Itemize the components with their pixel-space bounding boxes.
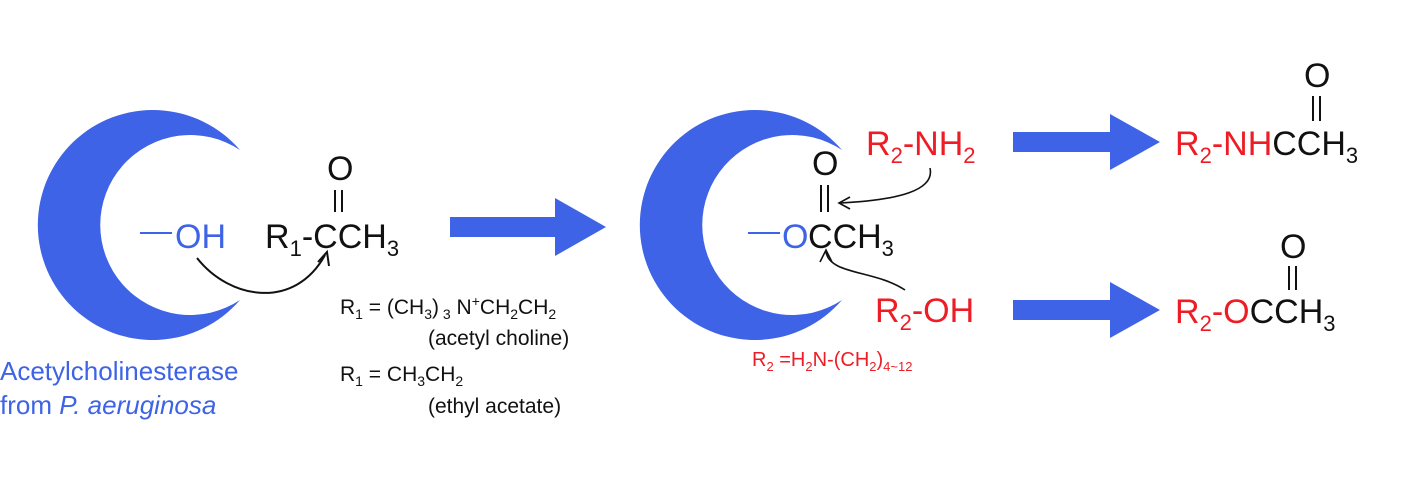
r1-definition-2: R1 = CH3CH2 [340, 363, 463, 389]
ester-carbonyl-o: O [1280, 228, 1306, 266]
alcohol-nucleophile: R2-OH [875, 292, 974, 335]
substrate-formula: R1-CCH3 [265, 218, 399, 261]
attack-arrow-amine [839, 167, 932, 204]
r1-definition-1: R1 = (CH3) 3 N+CH2CH2 [340, 293, 556, 322]
amide-product: R2-NHCCH3 [1175, 125, 1358, 168]
hydroxyl-label: OH [175, 218, 226, 256]
acyl-carbonyl-o: O [812, 145, 838, 183]
reaction-arrow-amide [1013, 114, 1160, 170]
enzyme-caption-line2: from P. aeruginosa [0, 390, 216, 420]
reaction-arrow-ester [1013, 282, 1160, 338]
attack-arrow-alcohol-head [819, 248, 833, 263]
amine-nucleophile: R2-NH2 [866, 125, 976, 168]
acyl-formula: CCH3 [808, 218, 894, 261]
r2-definition: R2 =H2N-(CH2)4~12 [752, 349, 912, 374]
attack-arrow-1-head [317, 249, 330, 267]
attack-arrow-1 [196, 254, 326, 294]
enzyme-caption-line1: Acetylcholinesterase [0, 356, 238, 386]
ester-product: R2-OCCH3 [1175, 293, 1336, 336]
attack-arrow-amine-head [837, 196, 851, 210]
r1-name-2: (ethyl acetate) [428, 395, 561, 418]
amide-carbonyl-o: O [1304, 57, 1330, 95]
reaction-arrow-1 [450, 198, 606, 256]
enzyme-shape-middle [639, 109, 842, 341]
enzyme-shape-left [37, 109, 241, 341]
acyl-link-o: O [782, 218, 808, 256]
r1-name-1: (acetyl choline) [428, 327, 569, 350]
substrate-o: O [327, 150, 353, 188]
attack-arrow-alcohol [825, 251, 906, 291]
